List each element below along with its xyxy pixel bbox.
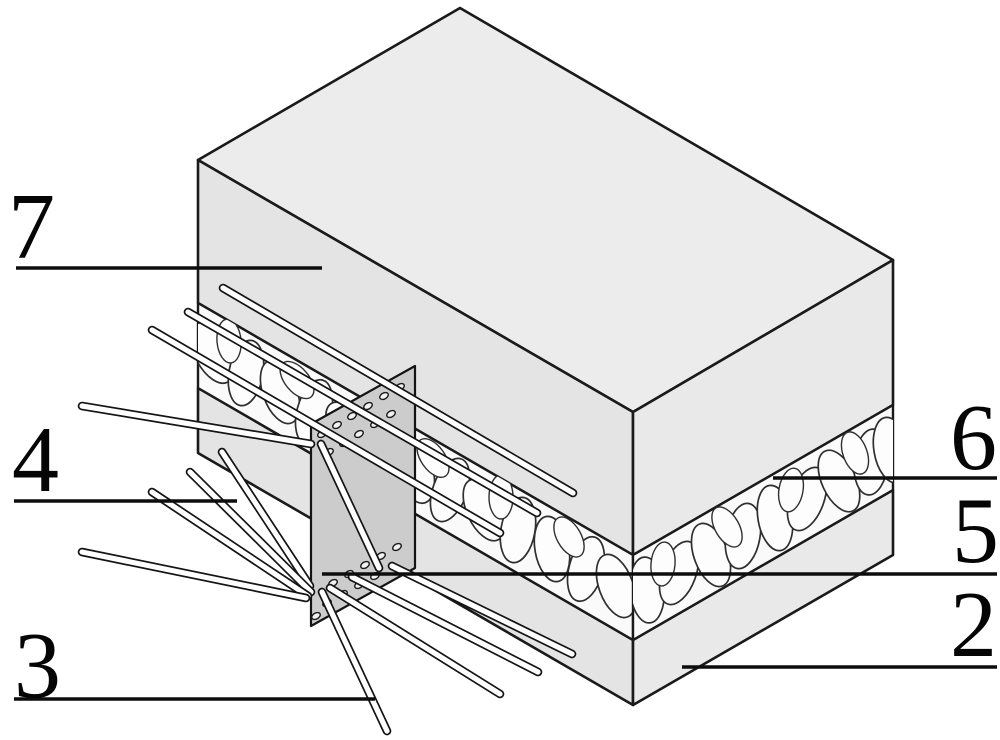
plate-hole xyxy=(360,560,370,570)
connector-rod xyxy=(77,547,311,603)
part-label-7: 7 xyxy=(8,175,55,279)
connector-rod xyxy=(325,583,505,699)
plate-hole xyxy=(354,429,364,439)
pebble xyxy=(553,516,585,558)
connector-rod xyxy=(185,467,316,597)
plate-hole xyxy=(379,391,389,401)
part-label-5: 5 xyxy=(952,479,999,583)
connector-rod xyxy=(387,561,577,659)
connector-rod xyxy=(217,447,315,591)
pebble xyxy=(840,431,870,475)
connector-rods xyxy=(77,283,578,736)
pebble xyxy=(872,416,893,484)
connector-rod-label-3 xyxy=(317,587,392,736)
pebble xyxy=(711,506,743,548)
connector-rod xyxy=(347,572,543,677)
part-label-2: 2 xyxy=(950,573,997,677)
plate-hole xyxy=(332,420,342,430)
connector-rod xyxy=(147,487,313,601)
plate-hole xyxy=(392,542,402,552)
connector-rod xyxy=(183,307,542,518)
part-label-4: 4 xyxy=(12,408,59,512)
plate-hole xyxy=(386,409,396,419)
plate-hole xyxy=(311,611,321,621)
connector-rod xyxy=(77,401,316,449)
part-label-6: 6 xyxy=(950,386,997,490)
plate-hole xyxy=(363,401,373,411)
connector-rod xyxy=(147,325,505,538)
part-label-3: 3 xyxy=(14,614,61,718)
connector-rod xyxy=(218,283,578,498)
connector-rod xyxy=(316,439,384,573)
